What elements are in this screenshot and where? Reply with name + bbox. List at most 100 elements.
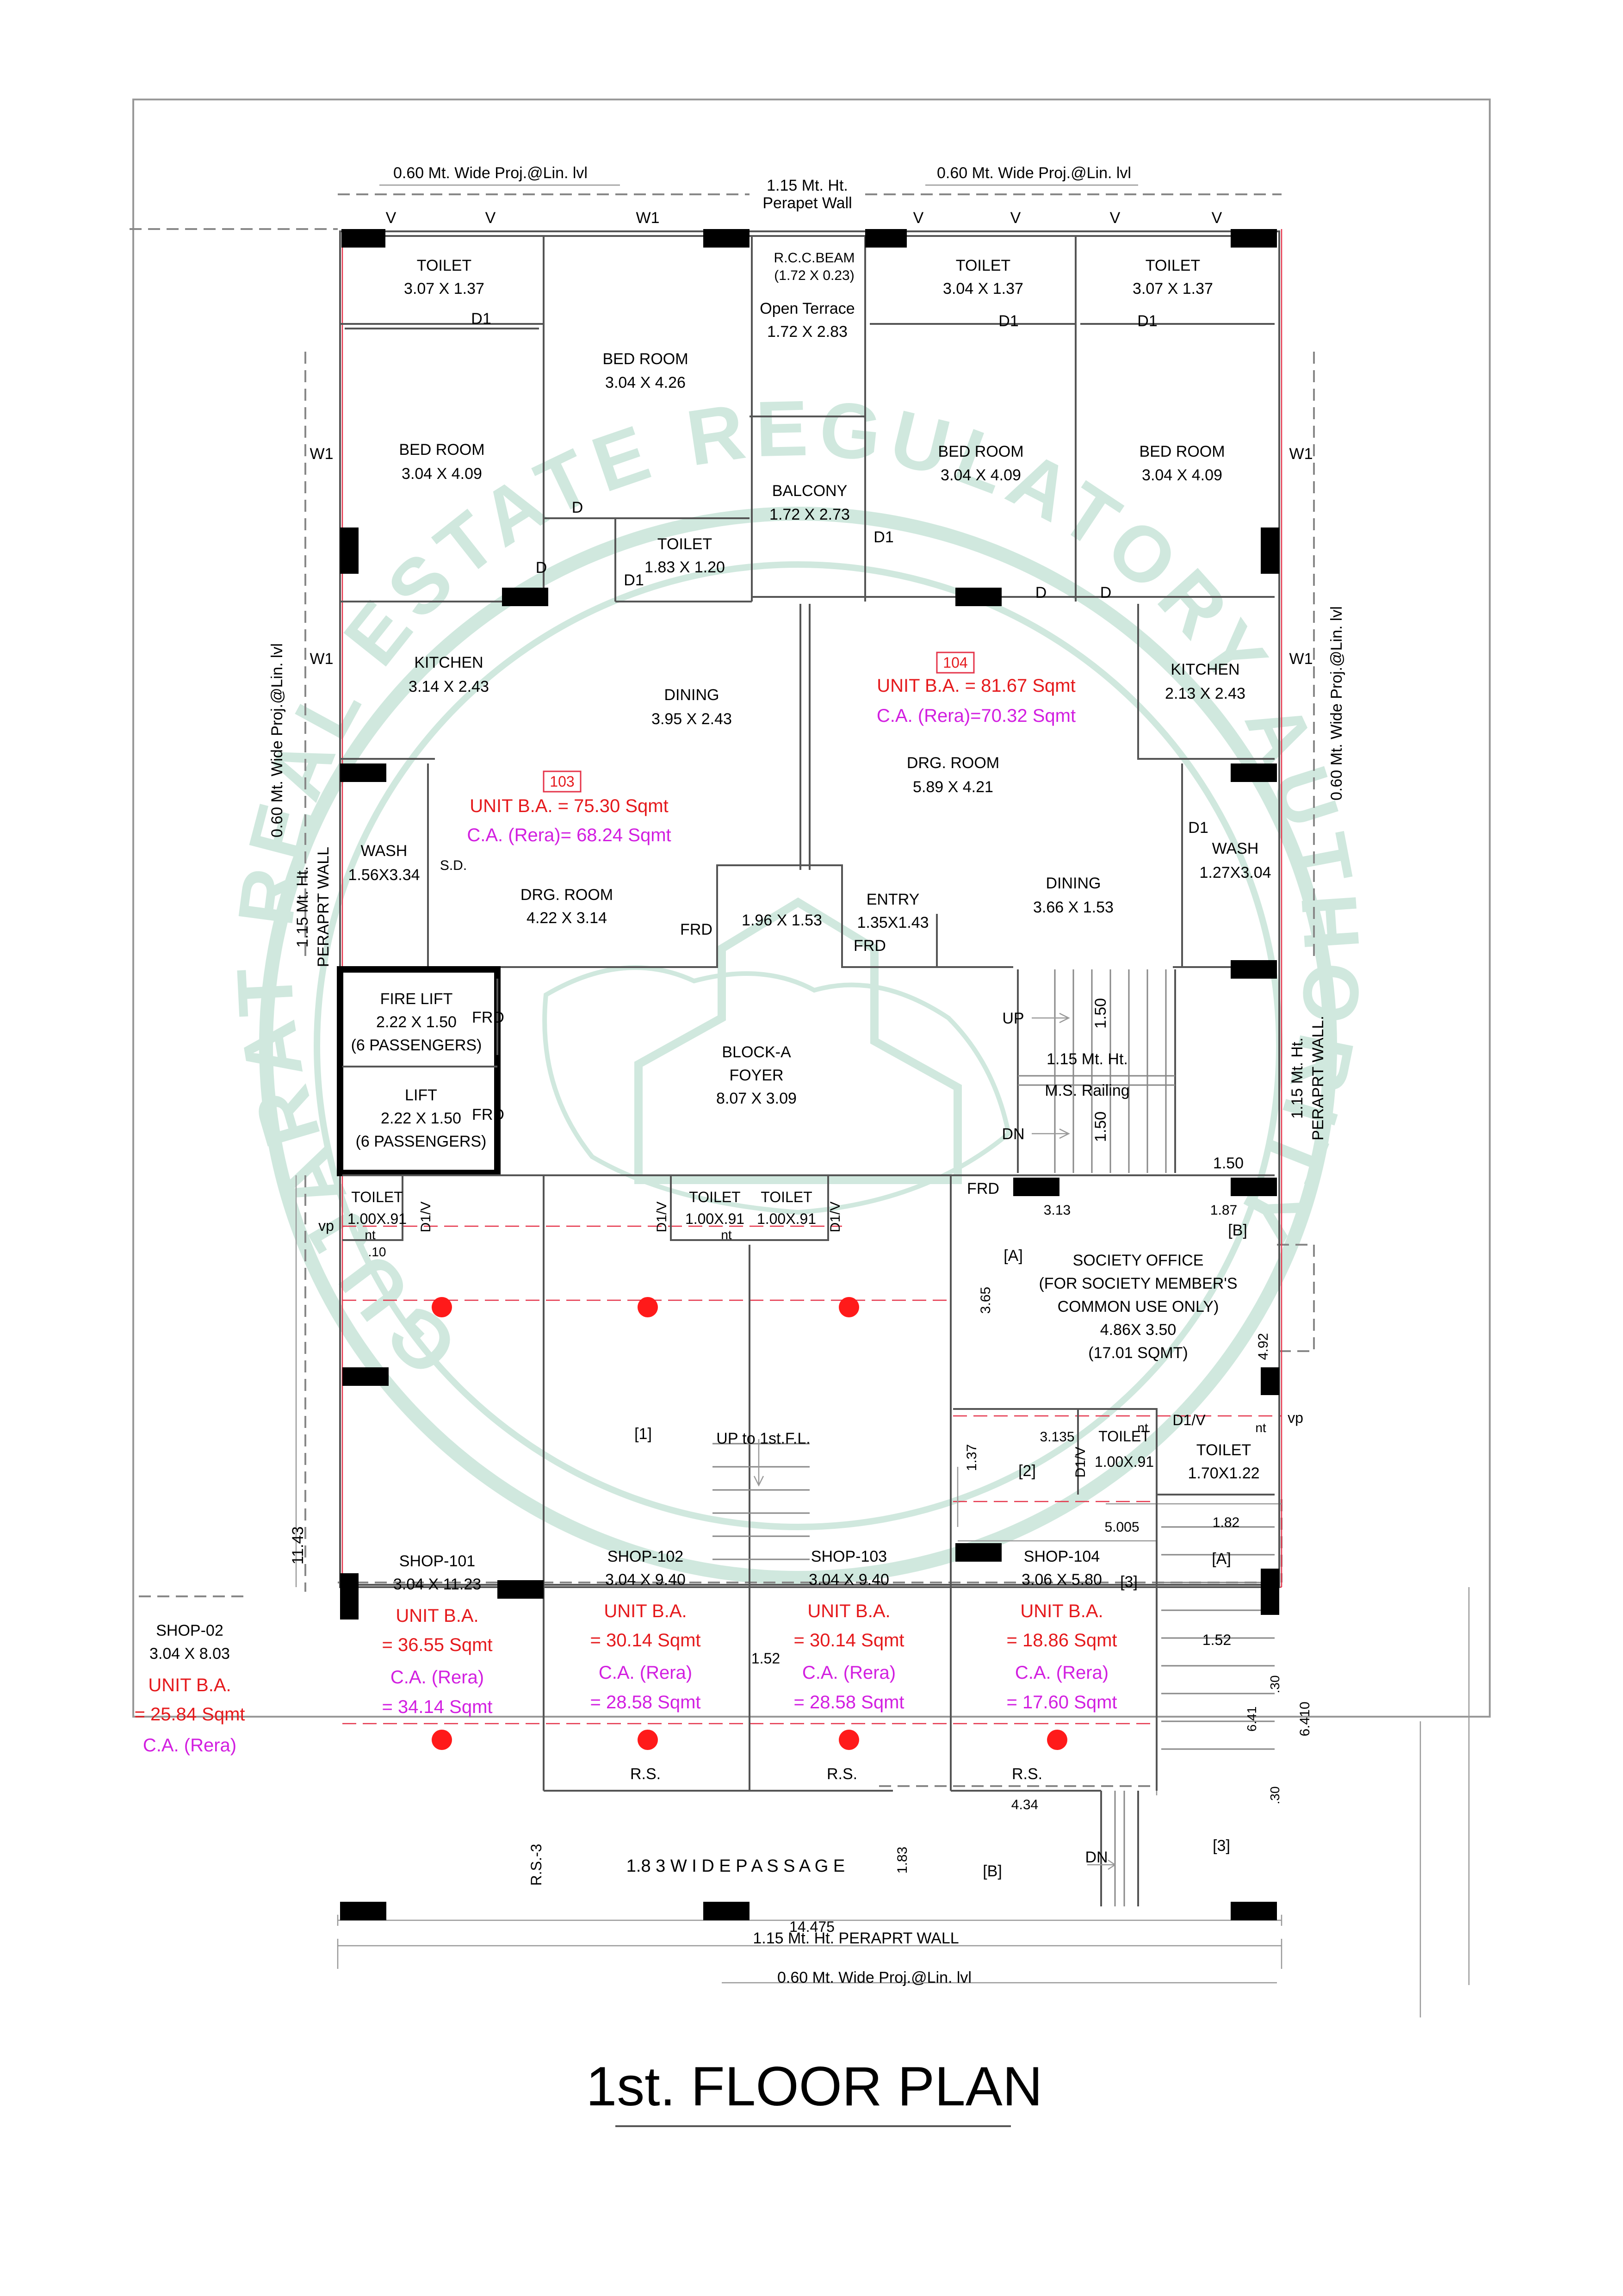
room-bed-a-name: BED ROOM — [399, 441, 484, 459]
label-up: UP — [1002, 1010, 1024, 1027]
tag-nt-3: nt — [1137, 1421, 1148, 1435]
dim-365: 3.65 — [978, 1287, 993, 1314]
shop-101-name: SHOP-101 — [399, 1552, 475, 1570]
stair-treads — [712, 969, 1275, 1906]
tag-two: [2] — [1018, 1462, 1036, 1480]
room-toilet-d-name: TOILET — [1146, 257, 1200, 274]
parapet-right-1: 1.15 Mt. Ht. — [1288, 1037, 1306, 1119]
dim-6410: 6.410 — [1297, 1701, 1313, 1736]
unit-103-ba: UNIT B.A. = 75.30 Sqmt — [470, 796, 668, 816]
dim-183: 1.83 — [895, 1847, 910, 1874]
dim-1143: 11.43 — [289, 1527, 307, 1565]
tag-nt-4: nt — [1255, 1421, 1266, 1435]
tag-d1v-3: D1/V — [828, 1202, 843, 1233]
dim-3135: 3.135 — [1040, 1429, 1074, 1445]
tag-w1-right-2: W1 — [1289, 650, 1313, 668]
parapet-label-top-2: Perapet Wall — [762, 194, 852, 212]
dim-187: 1.87 — [1210, 1203, 1237, 1218]
tag-d1v-5: D1/V — [1172, 1412, 1206, 1428]
room-lift-size: 2.22 X 1.50 — [381, 1110, 461, 1127]
shop-103-ca-1: C.A. (Rera) — [802, 1663, 896, 1683]
toilet-s1-size: 1.00X.91 — [347, 1210, 407, 1227]
room-fire-lift-size: 2.22 X 1.50 — [376, 1013, 457, 1031]
tag-one: [1] — [634, 1425, 652, 1443]
tag-d1-4: D1 — [624, 571, 644, 589]
unit-104-ca: C.A. (Rera)=70.32 Sqmt — [877, 706, 1076, 726]
rs-label-1: R.S. — [630, 1765, 661, 1783]
toilet-s4-name: TOILET — [1098, 1428, 1150, 1445]
dim-150a: 1.50 — [1092, 998, 1109, 1029]
tag-three-top: [3] — [1120, 1573, 1138, 1591]
tag-a-bottom: [A] — [1212, 1550, 1231, 1568]
parapet-left-2: PERAPRT WALL — [315, 847, 332, 967]
drawing-title: 1st. FLOOR PLAN — [586, 2055, 1043, 2117]
toilet-s5-size: 1.70X1.22 — [1188, 1464, 1259, 1482]
proj-bottom-label: 0.60 Mt. Wide Proj.@Lin. lvl — [777, 1969, 972, 1986]
watermark-seal: GUJARAT REAL ESTATE REGULATORY AUTHORITY — [220, 384, 1368, 1585]
dim-5005: 5.005 — [1104, 1520, 1139, 1535]
label-sd: S.D. — [440, 858, 467, 873]
label-frd-3: FRD — [472, 1009, 504, 1026]
room-bed-d-name: BED ROOM — [1139, 443, 1225, 460]
dim-182: 1.82 — [1213, 1515, 1239, 1530]
room-toilet-c-size: 3.04 X 1.37 — [943, 280, 1023, 298]
unit-103-number: 103 — [550, 773, 574, 790]
shop-101-ba-1: UNIT B.A. — [396, 1606, 478, 1626]
tag-w1-left-2: W1 — [310, 650, 334, 668]
parapet-right-2: PERAPRT WALL. — [1309, 1016, 1327, 1141]
room-foyer-3: 8.07 X 3.09 — [716, 1090, 797, 1107]
rs-label-3: R.S. — [1012, 1765, 1042, 1783]
tag-vp-left: vp — [318, 1217, 334, 1234]
room-terrace-size: 1.72 X 2.83 — [767, 323, 848, 341]
dim-137: 1.37 — [964, 1444, 979, 1471]
room-wash-a-size: 1.56X3.34 — [348, 866, 420, 884]
tag-vp-right: vp — [1288, 1409, 1303, 1426]
room-drg-b-name: DRG. ROOM — [907, 754, 999, 772]
shop-103-ba-2: = 30.14 Sqmt — [793, 1630, 904, 1651]
toilet-s3-size: 1.00X.91 — [757, 1210, 816, 1227]
room-bed-b-size: 3.04 X 4.26 — [605, 374, 686, 391]
unit-104-number: 104 — [943, 654, 967, 671]
room-drg-b-size: 5.89 X 4.21 — [913, 778, 993, 796]
room-toilet-b-name: TOILET — [657, 535, 712, 553]
society-4: 4.86X 3.50 — [1100, 1321, 1176, 1339]
room-drg-a-name: DRG. ROOM — [520, 886, 613, 904]
room-wash-b-name: WASH — [1212, 840, 1259, 857]
red-markers — [432, 1297, 1067, 1750]
tag-w1-left-1: W1 — [310, 445, 334, 463]
room-bed-c-size: 3.04 X 4.09 — [941, 466, 1021, 484]
rs-label-2: R.S. — [827, 1765, 857, 1783]
room-beam-size: (1.72 X 0.23) — [774, 268, 854, 283]
tag-b-bottom: [B] — [983, 1862, 1002, 1880]
label-frd-1: FRD — [680, 921, 712, 938]
shop-101-ca-2: = 34.14 Sqmt — [382, 1697, 492, 1717]
shop-102-size: 3.04 X 9.40 — [605, 1571, 686, 1589]
tag-d1-5: D1 — [873, 528, 893, 546]
structural-columns — [340, 229, 1279, 1920]
shop-101-size: 3.04 X 11.23 — [393, 1576, 481, 1593]
tag-b-top: [B] — [1228, 1222, 1247, 1239]
parapet-bottom-label: 1.15 Mt. Ht. PERAPRT WALL — [753, 1930, 959, 1947]
room-toilet-c-name: TOILET — [956, 257, 1010, 274]
dim-150b: 1.50 — [1092, 1111, 1109, 1142]
room-dining-b-name: DINING — [1046, 875, 1101, 892]
room-balcony-name: BALCONY — [772, 482, 848, 500]
passage-label: 1.8 3 W I D E P A S S A G E — [626, 1856, 845, 1876]
parapet-left-1: 1.15 Mt. Ht. — [294, 866, 311, 948]
toilet-s2-size: 1.00X.91 — [685, 1210, 744, 1227]
overall-width: 14.475 — [789, 1918, 835, 1935]
room-bed-b-name: BED ROOM — [602, 350, 688, 368]
room-entry-size: 1.35X1.43 — [857, 914, 929, 931]
toilet-s4-size: 1.00X.91 — [1095, 1453, 1154, 1470]
room-beam-name: R.C.C.BEAM — [774, 250, 855, 266]
shop-104-ca-2: = 17.60 Sqmt — [1006, 1692, 1117, 1713]
sheet-border — [132, 99, 1491, 1718]
tag-d1v-1: D1/V — [418, 1202, 434, 1233]
tag-nt-1: nt — [365, 1228, 376, 1242]
room-dining-a-name: DINING — [664, 686, 719, 704]
room-toilet-b-size: 1.83 X 1.20 — [644, 558, 725, 576]
room-foyer-1: BLOCK-A — [722, 1043, 791, 1061]
tag-a-top: [A] — [1004, 1247, 1023, 1265]
society-1: SOCIETY OFFICE — [1073, 1252, 1204, 1269]
